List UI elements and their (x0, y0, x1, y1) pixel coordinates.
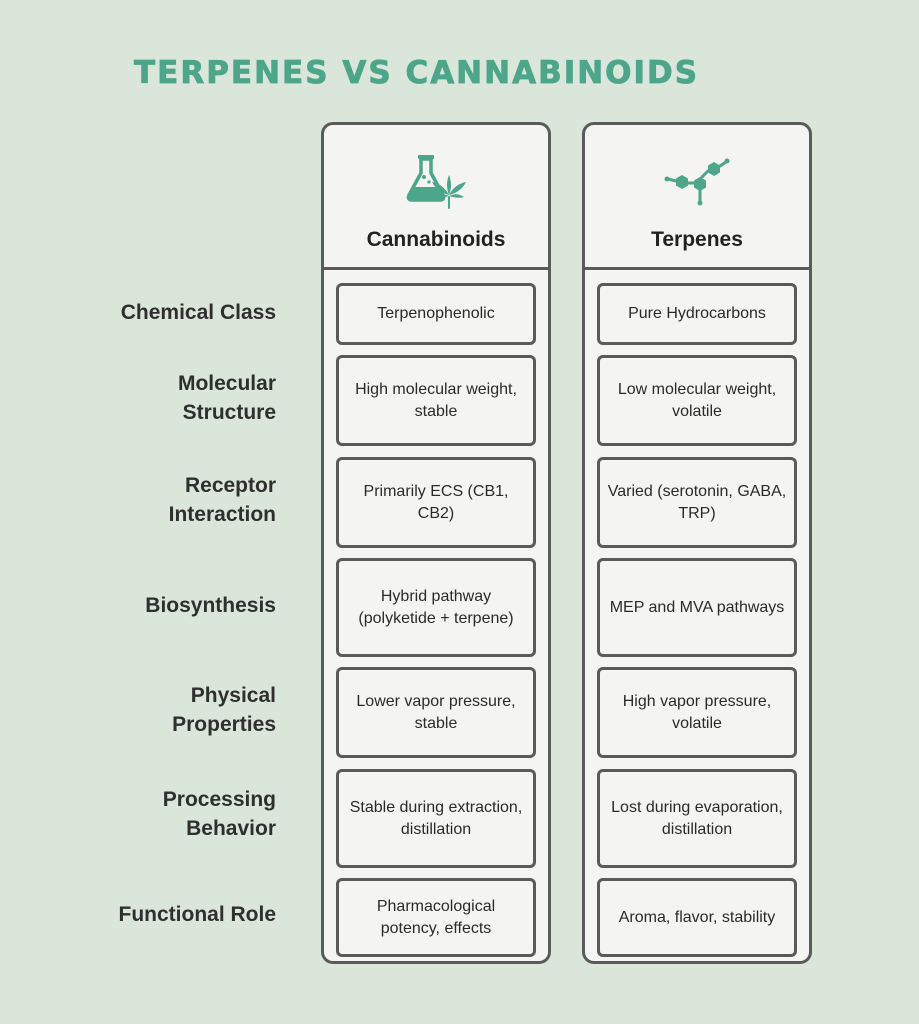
flask-cannabis-leaf-icon (406, 155, 466, 209)
terpenes-column: Terpenes Pure Hydrocarbons Low molecular… (582, 122, 812, 964)
terpenes-receptor-interaction: Varied (serotonin, GABA, TRP) (597, 457, 797, 548)
terpenes-title: Terpenes (651, 228, 743, 251)
row-label-physical-properties: Physical Properties (172, 684, 276, 736)
cannabinoids-chemical-class: Terpenophenolic (336, 283, 536, 345)
terpenes-chemical-class: Pure Hydrocarbons (597, 283, 797, 345)
row-label-chemical-class: Chemical Class (120, 300, 276, 324)
cannabinoids-functional-role: Pharmacological potency, effects (336, 878, 536, 957)
terpenes-physical-properties: High vapor pressure, volatile (597, 667, 797, 758)
cannabinoids-biosynthesis: Hybrid pathway (polyketide + terpene) (336, 558, 536, 657)
cannabinoids-physical-properties: Lower vapor pressure, stable (336, 667, 536, 758)
cannabinoids-header: Cannabinoids (324, 125, 548, 270)
row-label-biosynthesis: Biosynthesis (145, 593, 276, 617)
row-label-processing-behavior: Processing Behavior (162, 788, 276, 840)
terpenes-processing-behavior: Lost during evaporation, distillation (597, 769, 797, 868)
terpenes-biosynthesis: MEP and MVA pathways (597, 558, 797, 657)
row-label-functional-role: Functional Role (118, 902, 277, 926)
terpenes-functional-role: Aroma, flavor, stability (597, 878, 797, 957)
cannabinoids-title: Cannabinoids (366, 228, 506, 251)
row-label-molecular-structure: Molecular Structure (177, 372, 276, 424)
cannabinoids-column: Cannabinoids Terpenophenolic High molecu… (321, 122, 551, 964)
cannabinoids-receptor-interaction: Primarily ECS (CB1, CB2) (336, 457, 536, 548)
page-title: TERPENES VS CANNABINOIDS (134, 55, 700, 92)
cannabinoids-molecular-structure: High molecular weight, stable (336, 355, 536, 446)
cannabinoids-processing-behavior: Stable during extraction, distillation (336, 769, 536, 868)
terpenes-molecular-structure: Low molecular weight, volatile (597, 355, 797, 446)
row-label-receptor-interaction: Receptor Interaction (168, 474, 276, 526)
terpenes-header: Terpenes (585, 125, 809, 270)
molecule-icon (664, 158, 730, 206)
